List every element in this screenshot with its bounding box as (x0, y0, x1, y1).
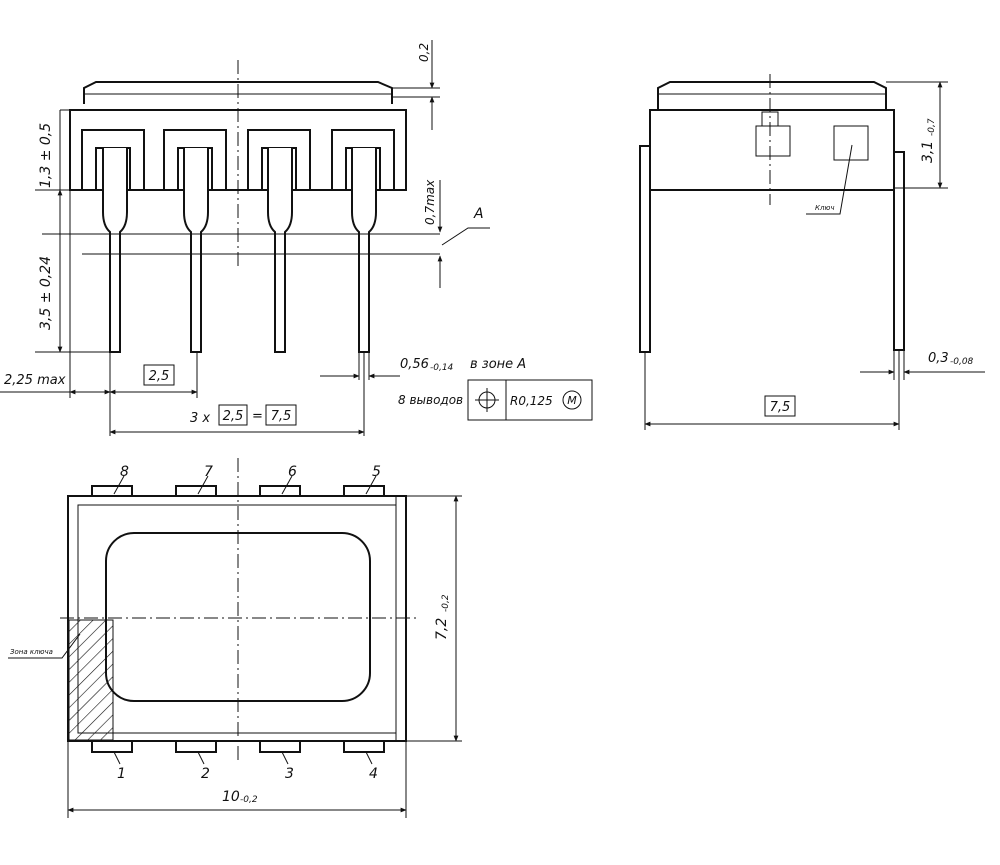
key-zone-hatch (68, 619, 114, 741)
dim-span-equals: = (252, 409, 263, 424)
front-view: 0,2 1,3 ± 0,5 3,5 ± 0,24 0,7max A 2,25 m… (0, 40, 593, 436)
top-dim-length-tol: -0,2 (240, 795, 258, 805)
zone-a-label: A (473, 206, 484, 222)
pin-number: 7 (204, 464, 213, 480)
pin-number: 8 (120, 464, 129, 480)
front-pin (81, 129, 145, 353)
tolerance-label: 8 выводов (398, 393, 463, 407)
side-dim-height: 3,1 (920, 141, 936, 163)
front-pin (163, 129, 227, 353)
pin-number: 5 (372, 464, 381, 480)
dim-pin-width: 0,56 (400, 357, 429, 372)
top-dim-width-tol: -0,2 (441, 594, 451, 612)
pin-number: 3 (285, 766, 294, 782)
top-dim-width: 7,2 (434, 618, 450, 640)
dim-top-gap: 0,2 (417, 43, 431, 62)
zone-note: в зоне А (470, 357, 526, 372)
dim-pitch: 2,5 (149, 369, 170, 384)
pin-number: 2 (201, 766, 210, 782)
tolerance-frame (467, 379, 593, 421)
side-lead-left (639, 145, 651, 353)
position-tolerance-icon (475, 388, 499, 412)
side-lid (657, 81, 887, 110)
dim-pin-width-tol: -0,14 (430, 363, 454, 373)
side-dim-lead-thickness-tol: -0,08 (950, 357, 974, 367)
top-view: 8 7 6 5 1 2 3 4 7,2 -0,2 10 -0,2 Зона кл… (8, 458, 462, 818)
dim-body-height: 1,3 ± 0,5 (38, 123, 54, 188)
side-lead-right (893, 151, 905, 351)
tolerance-value: R0,125 (510, 394, 553, 408)
front-pin (247, 129, 311, 353)
pin-number: 4 (369, 766, 378, 782)
dim-step-max: 0,7max (423, 179, 437, 225)
side-dim-height-tol: -0,7 (927, 118, 937, 136)
dim-span-total: 7,5 (271, 409, 292, 424)
dim-pin-length: 3,5 ± 0,24 (38, 256, 54, 330)
dim-edge-max: 2,25 max (4, 373, 66, 388)
side-dim-row-spacing: 7,5 (770, 400, 791, 415)
side-view: Ключ 3,1 -0,7 0,3 -0,08 7,5 (639, 74, 985, 430)
side-body (649, 109, 895, 191)
key-label: Ключ (815, 204, 834, 212)
dim-span-pitch: 2,5 (223, 409, 244, 424)
pin-number: 1 (117, 766, 126, 782)
key-window (833, 125, 869, 161)
top-dim-length: 10 (222, 789, 240, 805)
dim-span-prefix: 3 x (190, 411, 210, 426)
tolerance-modifier: M (567, 394, 577, 407)
pitch-box (143, 364, 175, 386)
key-zone-label: Зона ключа (10, 648, 53, 656)
front-pin (331, 129, 395, 353)
pin-number: 6 (288, 464, 297, 480)
front-lid (83, 81, 393, 104)
side-dim-lead-thickness: 0,3 (928, 351, 949, 366)
